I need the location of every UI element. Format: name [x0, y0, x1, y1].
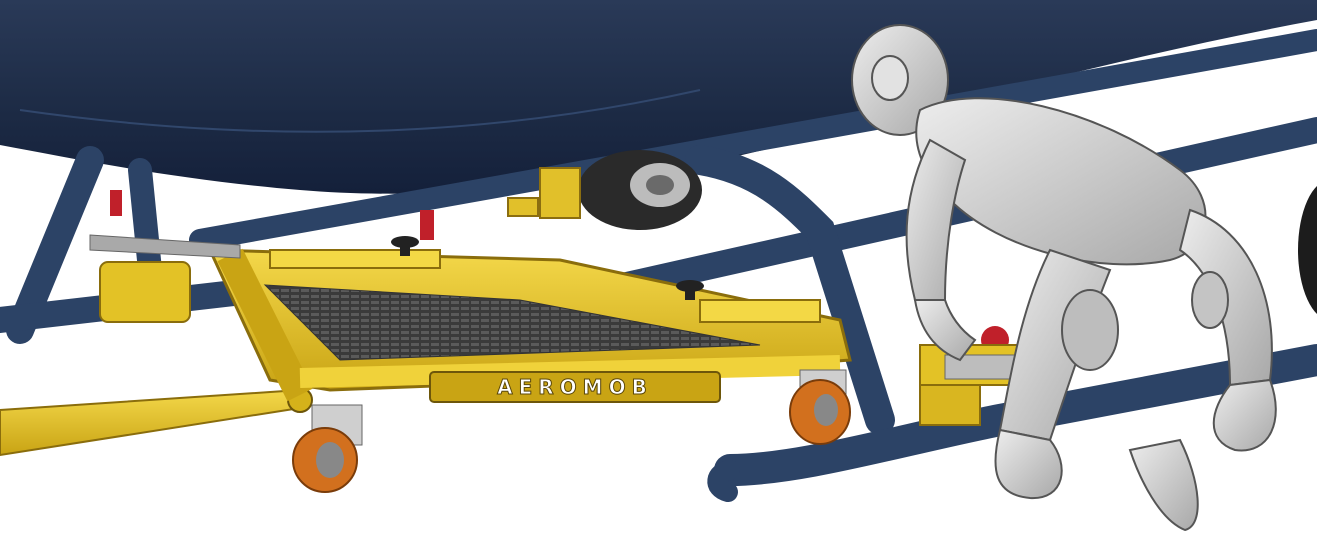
dolly-mesh-deck — [263, 284, 761, 361]
mannequin-knee — [994, 428, 1063, 500]
fuselage-panel-line — [19, 89, 701, 133]
mannequin-foot-left — [1128, 438, 1199, 532]
black-knobs — [391, 236, 704, 300]
mannequin-figure — [851, 24, 1277, 532]
brand-plate: AEROMOB — [429, 371, 721, 403]
mannequin-foot-right — [1212, 378, 1277, 452]
tow-bar — [0, 387, 313, 457]
wheel-bracket — [507, 167, 581, 219]
caster-wheel-left — [292, 404, 363, 493]
skid-clamp — [919, 344, 1021, 426]
caster-wheel-right — [789, 369, 851, 445]
right-tire-partial — [1298, 186, 1317, 314]
brand-logo: AEROMOB — [497, 375, 653, 399]
mannequin-arm-lower — [913, 299, 977, 362]
main-wheel — [578, 150, 702, 230]
helicopter-fuselage — [0, 0, 1317, 194]
